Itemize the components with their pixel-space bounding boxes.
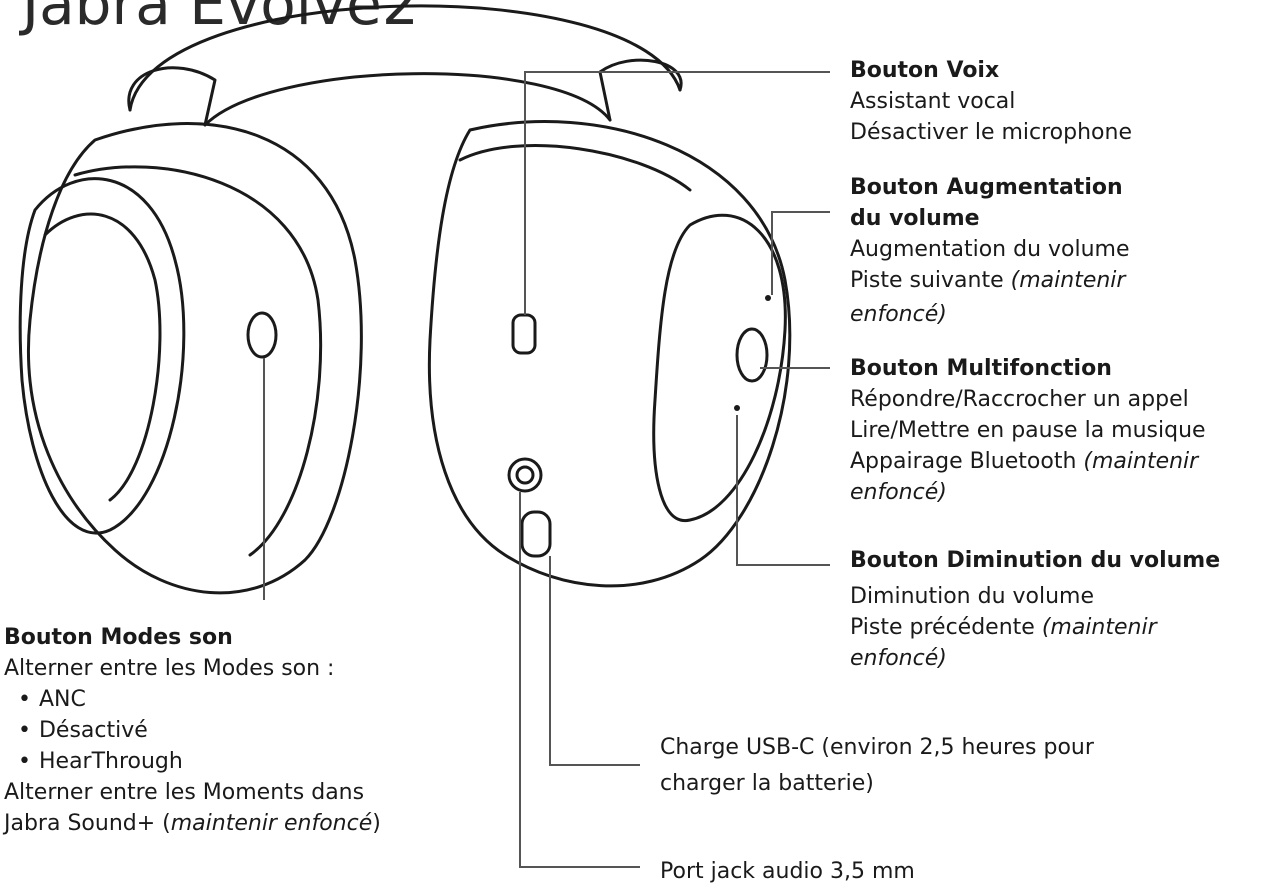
right-earcup-shell xyxy=(427,120,792,588)
sound-line-1: Alterner entre les Modes son : xyxy=(4,656,335,681)
vol-down-label: Bouton Diminution du volume Diminution d… xyxy=(850,545,1220,674)
left-cushion xyxy=(18,177,186,535)
sound-mode-label: Bouton Modes son Alterner entre les Mode… xyxy=(4,622,381,839)
vol-down-title: Bouton Diminution du volume xyxy=(850,548,1221,573)
multi-title: Bouton Multifonction xyxy=(850,356,1112,381)
vol-down-line-3: enfoncé) xyxy=(850,643,1220,674)
left-earcup-ring xyxy=(73,165,323,557)
sound-title: Bouton Modes son xyxy=(4,625,233,650)
headband xyxy=(128,4,682,112)
multifunction-button xyxy=(735,327,769,383)
vol-up-label: Bouton Augmentation du volume Augmentati… xyxy=(850,172,1130,330)
sound-line-3: Jabra Sound+ (maintenir enfoncé) xyxy=(4,808,381,839)
vol-up-line-2: Piste suivante (maintenir xyxy=(850,265,1130,296)
sound-bullet-hearthrough: HearThrough xyxy=(4,746,381,777)
voice-line-2: Désactiver le microphone xyxy=(850,120,1132,145)
audio-jack-inner xyxy=(515,465,535,485)
vol-down-line-2: Piste précédente (maintenir xyxy=(850,612,1220,643)
vol-down-line-3-em: enfoncé) xyxy=(850,646,947,671)
usb-line-2: charger la batterie) xyxy=(660,771,874,796)
page-title: Jabra Evolve2 xyxy=(22,0,419,38)
vol-up-dot xyxy=(765,295,771,301)
sound-bullet-off: Désactivé xyxy=(4,715,381,746)
multi-line-2: Lire/Mettre en pause la musique xyxy=(850,418,1206,443)
multi-line-3-em: (maintenir xyxy=(1083,449,1199,474)
sound-bullet-anc: ANC xyxy=(4,684,381,715)
multi-line-4-em: enfoncé) xyxy=(850,480,947,505)
sound-line-3-em: maintenir enfoncé xyxy=(170,811,373,836)
vol-up-line-3-em: enfoncé) xyxy=(850,302,947,327)
vol-up-line-3: enfoncé) xyxy=(850,299,1130,330)
jack-line-1: Port jack audio 3,5 mm xyxy=(660,859,915,884)
vol-down-dot xyxy=(734,405,740,411)
sound-line-3-text: Jabra Sound+ ( xyxy=(4,811,171,836)
jack-label: Port jack audio 3,5 mm xyxy=(660,856,915,887)
vol-down-line-2-em: (maintenir xyxy=(1041,615,1157,640)
multi-label: Bouton Multifonction Répondre/Raccrocher… xyxy=(850,353,1206,508)
audio-jack-port xyxy=(507,457,543,493)
vol-up-line-2-text: Piste suivante xyxy=(850,268,1011,293)
band-slider-right xyxy=(598,58,683,122)
right-cushion xyxy=(652,213,787,522)
voice-label: Bouton Voix Assistant vocal Désactiver l… xyxy=(850,55,1132,148)
usb-label: Charge USB-C (environ 2,5 heures pour ch… xyxy=(660,732,1094,799)
callout-vol-down xyxy=(736,415,830,566)
left-earcup-shell xyxy=(26,122,363,595)
callout-jack xyxy=(519,492,640,868)
callout-voice xyxy=(524,71,830,315)
vol-up-title-2: du volume xyxy=(850,206,980,231)
vol-down-line-1: Diminution du volume xyxy=(850,584,1095,609)
vol-up-line-2-em: (maintenir xyxy=(1010,268,1126,293)
sound-line-2: Alterner entre les Moments dans xyxy=(4,780,365,805)
vol-up-line-1: Augmentation du volume xyxy=(850,237,1130,262)
band-slider-left xyxy=(127,66,217,127)
voice-line-1: Assistant vocal xyxy=(850,89,1016,114)
sound-mode-button xyxy=(246,311,278,359)
vol-up-title-1: Bouton Augmentation xyxy=(850,175,1123,200)
multi-line-4: enfoncé) xyxy=(850,477,1206,508)
usb-line-1: Charge USB-C (environ 2,5 heures pour xyxy=(660,735,1094,760)
usb-c-port xyxy=(520,510,552,558)
callout-usb xyxy=(549,556,640,766)
right-earcup-ring xyxy=(458,144,692,192)
voice-title: Bouton Voix xyxy=(850,58,1000,83)
vol-down-line-2-text: Piste précédente xyxy=(850,615,1042,640)
sound-line-3-end: ) xyxy=(372,811,381,836)
callout-vol-up xyxy=(771,211,830,295)
multi-line-3: Appairage Bluetooth (maintenir xyxy=(850,446,1206,477)
headband-inner xyxy=(203,72,612,127)
voice-button xyxy=(511,313,537,355)
multi-line-1: Répondre/Raccrocher un appel xyxy=(850,387,1189,412)
left-cushion-inner xyxy=(43,212,162,502)
multi-line-3-text: Appairage Bluetooth xyxy=(850,449,1084,474)
